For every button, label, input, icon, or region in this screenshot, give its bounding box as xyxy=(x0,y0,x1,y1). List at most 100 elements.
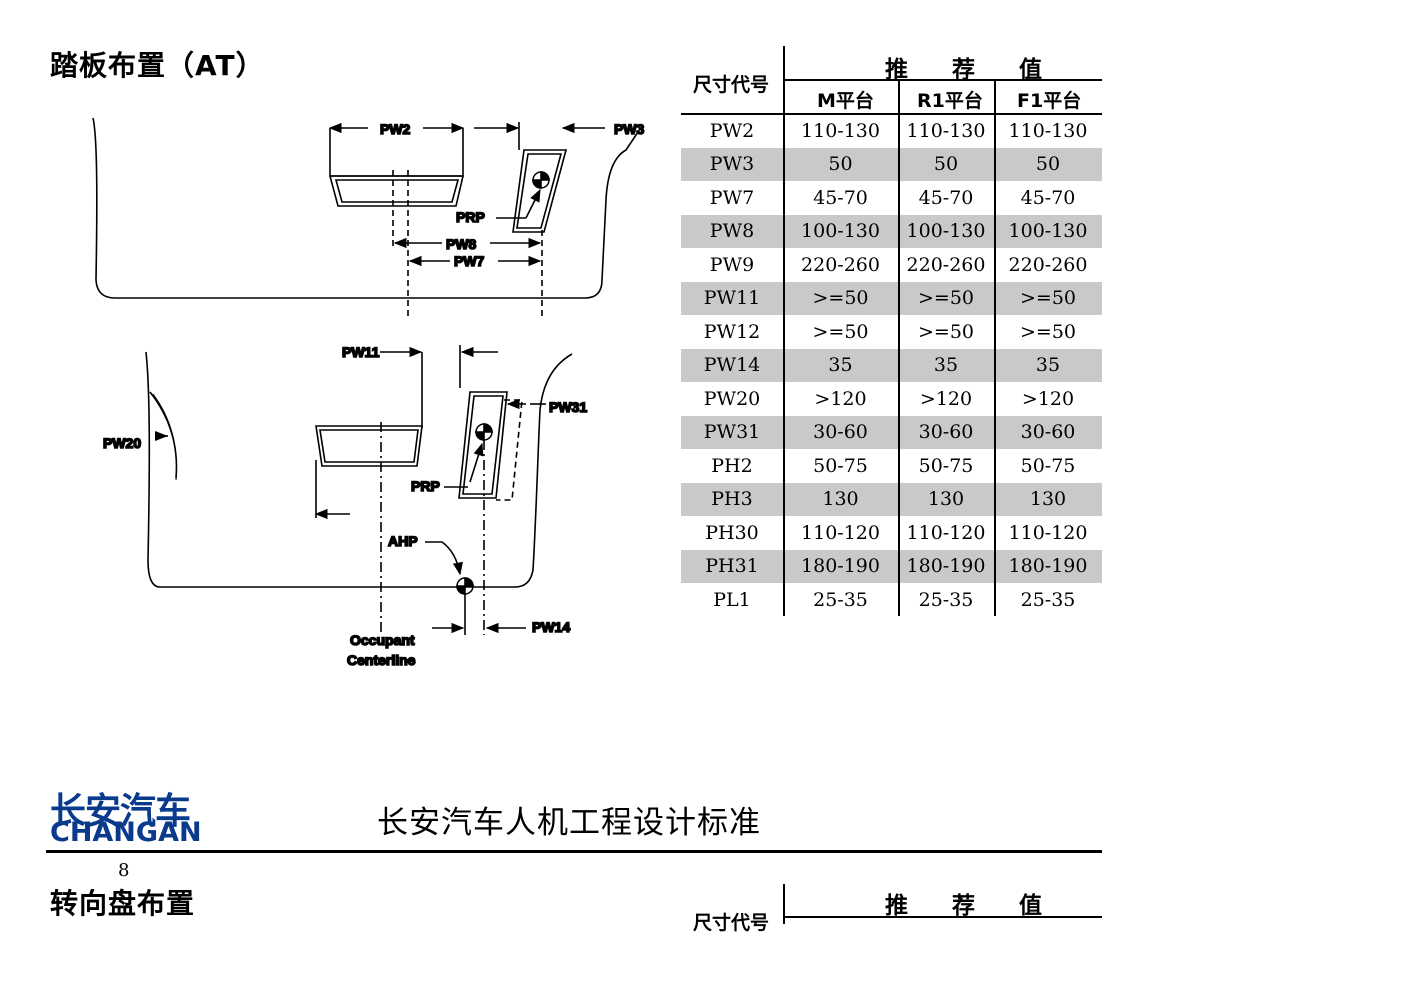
table-row: PH30 110-120 110-120 110-120 xyxy=(681,516,1102,550)
value-cell: 110-120 xyxy=(1008,521,1088,544)
value-cell: >120 xyxy=(1021,387,1075,410)
steering-table-partial: 推 荐 值 尺寸代号 xyxy=(681,884,1102,992)
value-cell: 25-35 xyxy=(1020,588,1076,611)
section2-title: 转向盘布置 xyxy=(50,887,196,920)
table-row: PW31 30-60 30-60 30-60 xyxy=(681,415,1102,449)
value-cell: >=50 xyxy=(812,287,869,310)
value-cell: >=50 xyxy=(917,320,975,343)
value-cell: >=50 xyxy=(917,287,975,310)
value-cell: >120 xyxy=(919,387,973,410)
value-cell: 25-35 xyxy=(918,588,974,611)
value-cell: 110-130 xyxy=(906,119,986,142)
value-cell: 110-120 xyxy=(906,521,986,544)
dimension-code-cell: PW31 xyxy=(703,421,761,444)
value-cell: 50 xyxy=(828,153,853,176)
dimension-code-cell: PW3 xyxy=(709,153,755,176)
label-pw14: PW14 xyxy=(532,619,570,635)
label-prp-bottom: PRP xyxy=(411,478,440,494)
value-cell: 45-70 xyxy=(918,186,974,209)
table-row: PH2 50-75 50-75 50-75 xyxy=(681,449,1102,483)
table-row: PH3 130 130 130 xyxy=(681,482,1102,516)
label-pw8: PW8 xyxy=(446,236,477,252)
dimension-code-cell: PW12 xyxy=(703,320,761,343)
value-cell: 50-75 xyxy=(813,454,868,477)
page-number: 8 xyxy=(118,860,130,881)
pedal-layout-diagram: PW2 PW3 PRP PW8 PW7 PW11 PW20 PW31 PRP A… xyxy=(92,117,645,669)
label-pw31: PW31 xyxy=(549,399,587,415)
footer-divider xyxy=(46,850,1102,853)
section-title: 踏板布置（AT） xyxy=(50,49,265,82)
label-centerline: Centerline xyxy=(347,652,416,668)
value-cell: 100-130 xyxy=(906,220,986,243)
header-dimension-code: 尺寸代号 xyxy=(693,74,770,96)
value-cell: >=50 xyxy=(1019,287,1077,310)
value-cell: 220-260 xyxy=(1008,253,1088,276)
table-row: PW20>120>120>120 xyxy=(681,382,1102,416)
top-view xyxy=(92,117,639,318)
bottom-view xyxy=(145,345,573,635)
label-pw20: PW20 xyxy=(103,435,141,451)
label-occupant: Occupant xyxy=(350,632,415,648)
table-row: PW14 35 35 35 xyxy=(681,348,1102,382)
label-pw7: PW7 xyxy=(454,253,485,269)
value-cell: 110-120 xyxy=(801,521,880,544)
value-cell: 25-35 xyxy=(813,588,868,611)
table-row: PH31 180-190 180-190 180-190 xyxy=(681,549,1102,583)
value-cell: 180-190 xyxy=(1008,555,1088,578)
table-row: PL1 25-35 25-35 25-35 xyxy=(681,583,1102,617)
dimension-code-cell: PL1 xyxy=(713,588,751,611)
table-row: PW3 50 50 50 xyxy=(681,147,1102,181)
value-cell: 50 xyxy=(933,153,959,176)
value-cell: 35 xyxy=(933,354,959,377)
dimension-code-cell: PW7 xyxy=(709,186,755,209)
value-cell: 180-190 xyxy=(801,555,880,578)
value-cell: 50 xyxy=(1035,153,1061,176)
value-cell: 100-130 xyxy=(801,220,880,243)
label-pw2: PW2 xyxy=(380,121,411,137)
label-pw11: PW11 xyxy=(342,344,380,360)
value-cell: 130 xyxy=(822,488,859,511)
value-cell: 130 xyxy=(927,488,965,511)
value-cell: 110-130 xyxy=(1008,119,1088,142)
dimension-code-cell: PH31 xyxy=(705,555,759,578)
value-cell: >=50 xyxy=(812,320,869,343)
value-cell: >120 xyxy=(814,387,867,410)
value-cell: 50-75 xyxy=(1020,454,1076,477)
dimension-code-cell: PW8 xyxy=(709,220,755,243)
value-cell: 35 xyxy=(1035,354,1061,377)
value-cell: 220-260 xyxy=(906,253,986,276)
section2-header-recommended: 推 荐 值 xyxy=(885,893,1061,919)
value-cell: 35 xyxy=(828,354,853,377)
value-cell: 45-70 xyxy=(813,186,868,209)
value-cell: 100-130 xyxy=(1008,220,1088,243)
value-cell: 110-130 xyxy=(801,119,880,142)
dimension-code-cell: PW11 xyxy=(703,287,761,310)
dimension-code-cell: PW14 xyxy=(703,354,761,377)
value-cell: 130 xyxy=(1029,488,1067,511)
value-cell: 180-190 xyxy=(906,555,986,578)
header-platform-r1: R1平台 xyxy=(917,90,983,112)
value-cell: 30-60 xyxy=(813,421,868,444)
value-cell: 30-60 xyxy=(1020,421,1076,444)
dimension-code-cell: PH30 xyxy=(705,521,759,544)
header-recommended: 推 荐 值 xyxy=(885,57,1061,83)
label-prp-top: PRP xyxy=(456,209,485,225)
label-ahp: AHP xyxy=(388,533,418,549)
label-pw3: PW3 xyxy=(614,121,645,137)
value-cell: 30-60 xyxy=(918,421,974,444)
changan-logo-english: CHANGAN xyxy=(50,817,202,848)
value-cell: >=50 xyxy=(1019,320,1077,343)
table-row: PW11 >=50 >=50 >=50 xyxy=(681,281,1102,315)
dimension-code-cell: PH3 xyxy=(711,488,753,511)
table-row: PW12 >=50 >=50 >=50 xyxy=(681,315,1102,349)
section2-header-code: 尺寸代号 xyxy=(693,912,770,934)
header-platform-f1: F1平台 xyxy=(1017,90,1082,112)
dimension-code-cell: PH2 xyxy=(711,454,753,477)
value-cell: 50-75 xyxy=(918,454,974,477)
header-platform-m: M平台 xyxy=(817,90,874,112)
table-row: PW8 100-130 100-130 100-130 xyxy=(681,214,1102,248)
changan-logo-chinese: 长安汽车 xyxy=(50,791,191,832)
